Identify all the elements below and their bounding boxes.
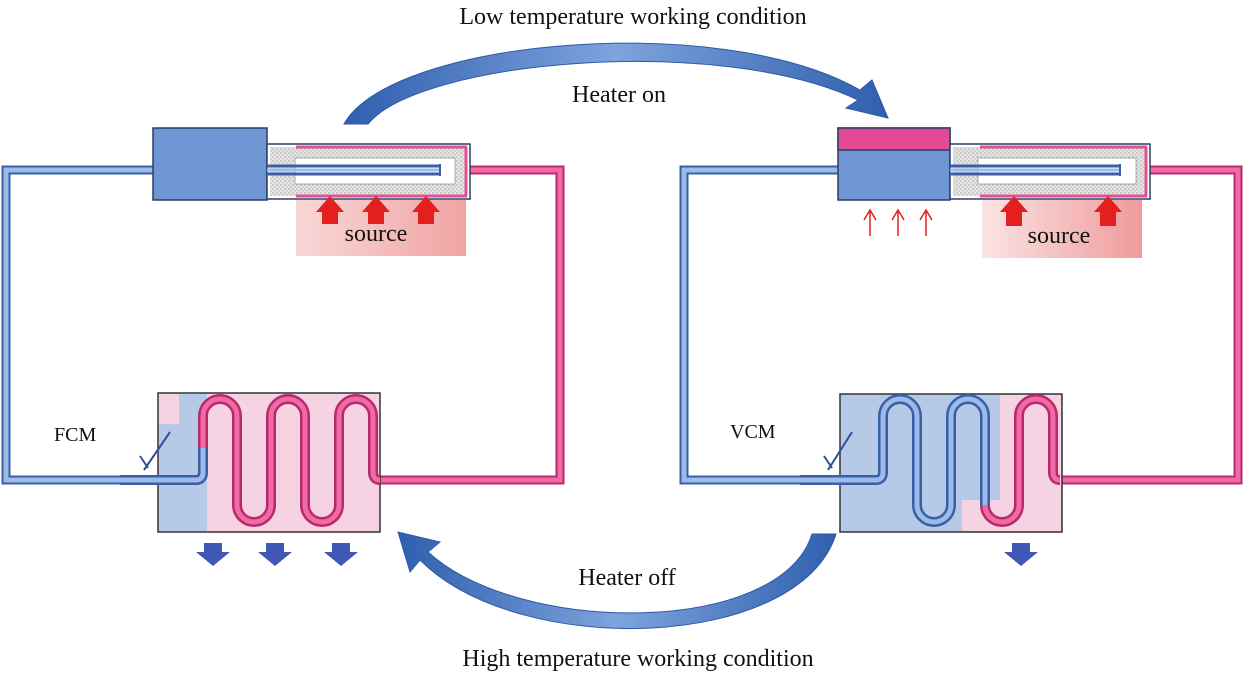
- right-heat-arrows: [1000, 196, 1122, 226]
- right-source-label: source: [1028, 223, 1091, 249]
- left-evaporator: [266, 143, 471, 200]
- heater-on-label: Heater on: [572, 82, 666, 108]
- low-temperature-condition-title: Low temperature working condition: [459, 4, 806, 30]
- right-heater: [837, 127, 951, 151]
- heater-on-transition-arrow: [343, 42, 889, 125]
- right-condenser-vcm: [800, 393, 1063, 533]
- heater-off-label: Heater off: [578, 565, 676, 591]
- right-loop: source VCM: [679, 127, 1243, 566]
- left-heat-arrows: [316, 196, 440, 224]
- left-reservoir: [152, 127, 268, 201]
- left-condenser-fcm: [120, 392, 381, 533]
- right-cold-line: [679, 165, 860, 485]
- right-module-label: VCM: [730, 421, 776, 443]
- left-cooling-arrows: [196, 543, 358, 566]
- left-loop: source FCM: [1, 127, 565, 566]
- left-module-label: FCM: [54, 424, 96, 446]
- right-cooling-arrow: [1004, 543, 1038, 566]
- left-cold-line: [1, 165, 185, 485]
- left-source-label: source: [345, 221, 408, 247]
- right-evaporator: [949, 143, 1151, 200]
- right-hot-line: [1056, 165, 1243, 485]
- right-reservoir: [837, 127, 951, 201]
- heater-off-transition-arrow: [397, 531, 837, 630]
- left-hot-line: [372, 165, 565, 485]
- right-heater-arrows: [863, 208, 933, 236]
- high-temperature-condition-title: High temperature working condition: [462, 646, 813, 672]
